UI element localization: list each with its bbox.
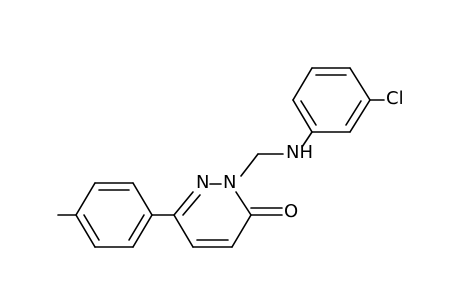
bond: [349, 99, 371, 133]
bond: [75, 182, 96, 216]
double-bond-inner: [182, 194, 201, 216]
atom-label-n1: N: [196, 172, 209, 193]
bond: [132, 214, 153, 248]
bond: [292, 67, 313, 101]
double-bond-inner: [300, 100, 317, 126]
tolyl-ring: [75, 182, 153, 248]
atom-label-o: O: [284, 201, 298, 222]
bond-ch2-n: [240, 153, 259, 177]
double-bond-inner: [128, 214, 145, 241]
bond-aryl-nh: [301, 131, 313, 148]
bond-n-c6: [173, 191, 194, 216]
chlorophenyl-ring: [292, 67, 371, 133]
bond: [292, 99, 313, 133]
double-bond-inner: [83, 214, 100, 241]
atom-label-n2: N: [223, 172, 236, 193]
atom-label-nh: NH: [286, 142, 313, 163]
double-bond-inner: [345, 100, 362, 126]
bond: [75, 214, 96, 248]
atom-label-cl: Cl: [386, 88, 404, 109]
bond: [349, 67, 371, 101]
bond-c3-n2: [235, 191, 252, 216]
bond: [132, 182, 153, 216]
pyridazinone-ring: [173, 183, 252, 248]
bond-c4-c3: [231, 214, 252, 248]
bond-c6-c5: [173, 214, 194, 248]
